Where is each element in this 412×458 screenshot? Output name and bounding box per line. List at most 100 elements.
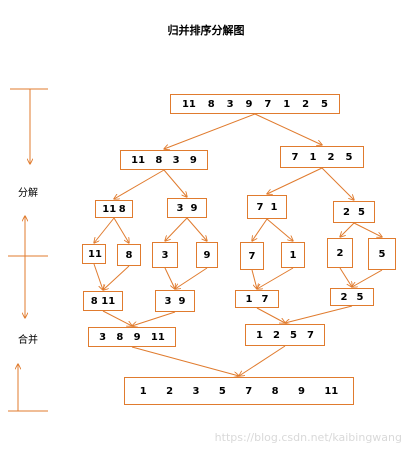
array-value: 9 [245, 98, 253, 110]
array-value: 7 [245, 385, 253, 397]
connector-arrow [93, 263, 103, 290]
array-value: 3 [164, 295, 172, 307]
array-node: 7 [240, 242, 264, 270]
array-value: 7 [264, 98, 272, 110]
array-node: 11 [82, 244, 106, 264]
array-value: 8 [90, 295, 98, 307]
array-value: 5 [218, 385, 226, 397]
array-value: 3 [176, 202, 184, 214]
array-value: 11 [88, 248, 102, 260]
connector-arrow [353, 222, 382, 237]
connector-arrow [132, 311, 176, 326]
array-node: 5 [368, 238, 396, 270]
connector-arrow [285, 305, 353, 323]
array-value: 2 [273, 329, 280, 341]
connector-arrow [339, 267, 352, 287]
array-value: 9 [189, 154, 197, 166]
connector-arrow [175, 267, 208, 289]
connector-arrow [256, 307, 285, 323]
array-value: 8 [155, 154, 163, 166]
array-value: 2 [343, 206, 350, 218]
array-value: 11 [101, 295, 116, 307]
connector-arrow [251, 269, 257, 289]
connector-arrow [164, 267, 175, 289]
array-value: 2 [166, 385, 174, 397]
array-value: 5 [358, 206, 365, 218]
array-node: 3 [152, 242, 178, 268]
array-value: 7 [291, 151, 299, 163]
connector-arrow [186, 217, 207, 241]
array-value: 9 [178, 295, 186, 307]
watermark: https://blog.csdn.net/kaibingwang [214, 431, 402, 444]
array-value: 1 [270, 201, 278, 213]
array-value: 3 [99, 331, 107, 343]
array-value: 11 [324, 385, 339, 397]
array-value: 1 [283, 98, 291, 110]
array-value: 5 [378, 248, 386, 260]
merge-label: 合并 [18, 335, 38, 346]
array-value: 7 [256, 201, 264, 213]
connector-arrow [94, 217, 115, 243]
array-value: 2 [327, 151, 335, 163]
array-value: 1 [139, 385, 147, 397]
connector-arrow [163, 169, 187, 197]
array-value: 1 [289, 249, 297, 261]
array-value: 9 [203, 249, 211, 261]
array-value: 3 [161, 249, 169, 261]
array-value: 9 [297, 385, 305, 397]
array-node: 8 [117, 244, 141, 266]
connector-arrow [321, 167, 354, 200]
connector-arrow [239, 345, 286, 376]
connector-arrow [165, 217, 188, 241]
array-value: 11 [181, 98, 196, 110]
array-value: 5 [290, 329, 297, 341]
array-value: 2 [340, 291, 348, 303]
connector-arrow [266, 218, 293, 241]
array-value: 5 [345, 151, 353, 163]
connector-arrow [254, 113, 322, 145]
array-value: 8 [207, 98, 215, 110]
array-node: 2 [327, 238, 353, 268]
connector-arrow [164, 113, 256, 149]
connector-arrow [257, 267, 294, 289]
array-value: 5 [356, 291, 364, 303]
array-value: 11 [131, 154, 146, 166]
array-value: 2 [302, 98, 310, 110]
array-node: 9 [196, 242, 218, 268]
array-value: 11 [102, 203, 117, 215]
array-value: 7 [248, 250, 256, 262]
connector-arrow [102, 310, 132, 326]
connector-arrow [267, 167, 323, 194]
array-value: 9 [133, 331, 141, 343]
array-value: 9 [190, 202, 198, 214]
connector-arrow [131, 346, 239, 376]
connector-arrow [340, 222, 355, 237]
array-value: 3 [192, 385, 200, 397]
connector-arrow [352, 269, 383, 287]
array-value: 3 [172, 154, 180, 166]
array-value: 2 [336, 247, 344, 259]
array-value: 11 [150, 331, 165, 343]
array-node: 1 2 3 5 7 8 9 11 [124, 377, 354, 405]
connector-arrow [114, 169, 165, 199]
array-value: 1 [245, 293, 253, 305]
array-value: 5 [321, 98, 328, 110]
connector-arrow [252, 218, 268, 241]
array-value: 8 [271, 385, 279, 397]
array-value: 7 [261, 293, 269, 305]
